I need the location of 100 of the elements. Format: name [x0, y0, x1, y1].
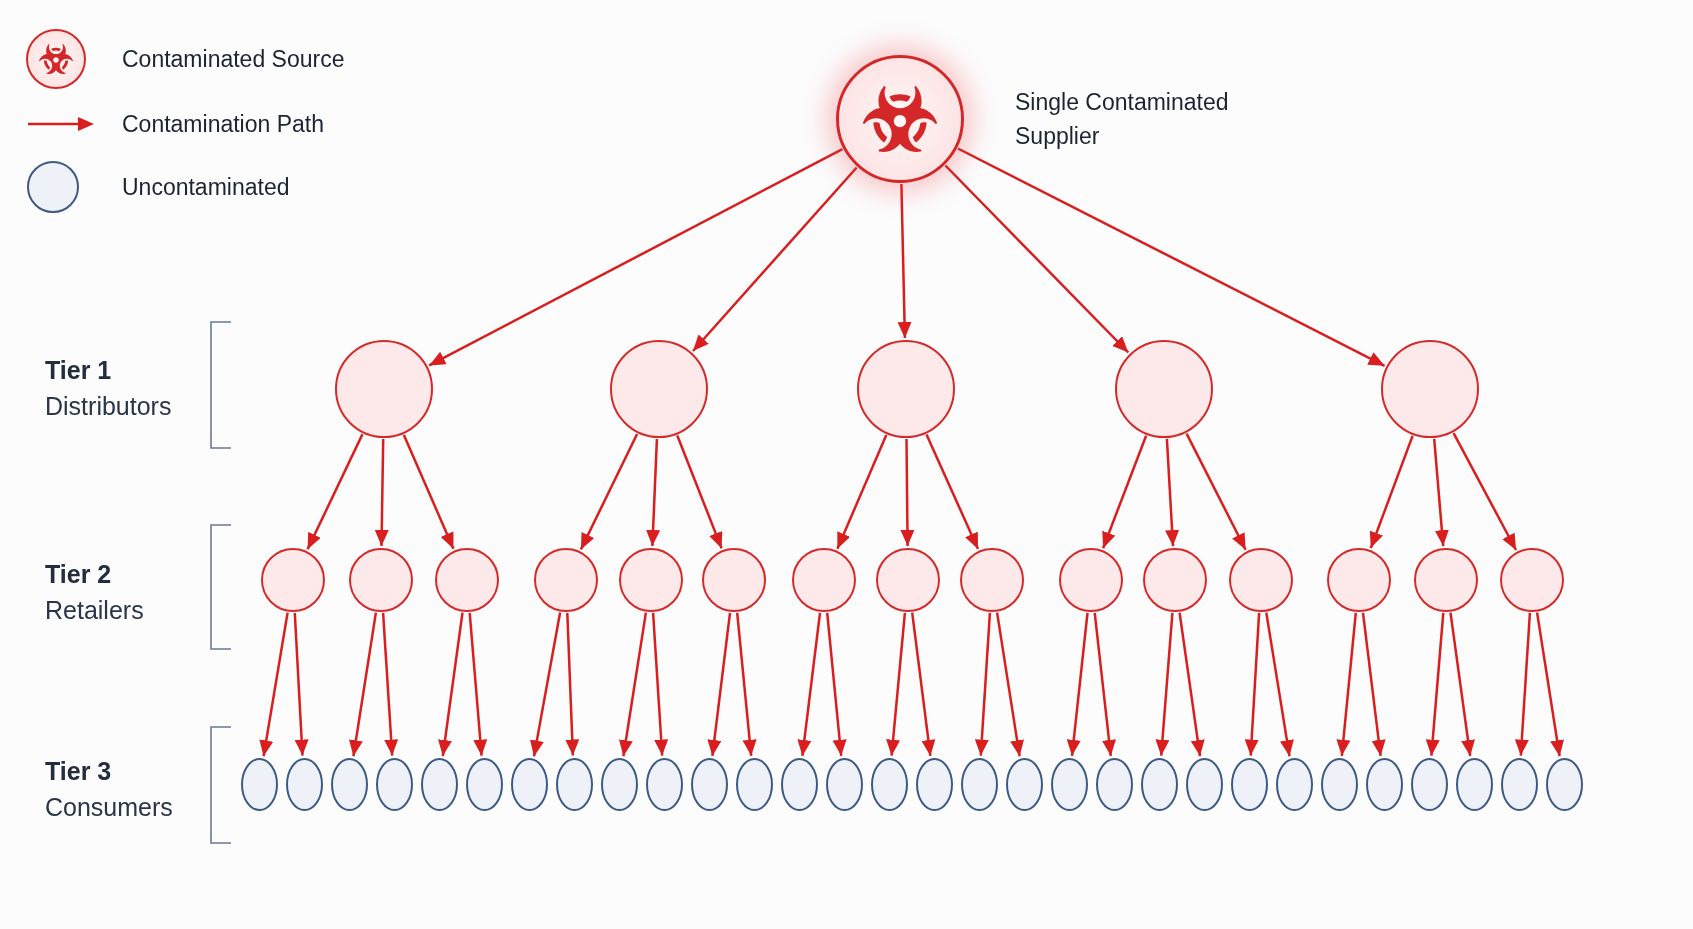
consumer-node [375, 757, 413, 811]
consumer-node [1050, 757, 1088, 811]
arrow [259, 612, 289, 757]
arrow [825, 612, 847, 756]
retailer-node [1327, 548, 1391, 612]
arrow [381, 612, 399, 756]
arrow [1449, 612, 1475, 757]
arrow [1155, 612, 1174, 756]
arrow [707, 612, 732, 757]
legend-label: Contamination Path [122, 109, 324, 139]
arrow [836, 434, 888, 550]
retailer-node [349, 548, 413, 612]
tier-name: Consumers [45, 792, 173, 824]
arrow [468, 612, 488, 756]
arrow [692, 166, 858, 352]
retailer-node [1229, 548, 1293, 612]
tier-heading: Tier 2 [45, 559, 112, 591]
arrow [651, 612, 669, 756]
consumer-node [1500, 757, 1538, 811]
retailer-node [619, 548, 683, 612]
arrow [886, 612, 907, 756]
arrow [348, 612, 378, 757]
consumer-node [915, 757, 953, 811]
arrow [646, 438, 661, 547]
arrow [1336, 612, 1358, 756]
consumer-node [735, 757, 773, 811]
arrow [438, 612, 464, 757]
consumer-node [1455, 757, 1493, 811]
consumer-node [825, 757, 863, 811]
arrow [925, 434, 980, 550]
arrow [618, 612, 648, 757]
arrow [797, 612, 822, 757]
arrow [1165, 438, 1180, 547]
retailer-node [1414, 548, 1478, 612]
arrow [428, 148, 843, 367]
arrow [1514, 612, 1532, 756]
retailer-node [1500, 548, 1564, 612]
arrow [579, 433, 639, 550]
arrow [1066, 612, 1089, 756]
tier-name: Distributors [45, 391, 172, 423]
consumer-node [1410, 757, 1448, 811]
consumer-node [645, 757, 683, 811]
consumer-node [960, 757, 998, 811]
consumer-node [1320, 757, 1358, 811]
consumer-node [330, 757, 368, 811]
consumer-node [1230, 757, 1268, 811]
consumer-node [780, 757, 818, 811]
arrow [995, 612, 1025, 757]
consumer-node [1545, 757, 1583, 811]
retailer-node [1143, 548, 1207, 612]
retailer-node [1059, 548, 1123, 612]
consumer-node [420, 757, 458, 811]
consumer-node [1185, 757, 1223, 811]
retailer-node [261, 548, 325, 612]
arrow [1432, 438, 1449, 547]
consumer-node [870, 757, 908, 811]
arrow [1535, 612, 1565, 757]
arrow [1178, 612, 1205, 757]
arrow [1244, 612, 1261, 756]
arrow [974, 612, 992, 756]
consumer-node [555, 757, 593, 811]
arrow [1093, 612, 1116, 757]
arrow [957, 147, 1386, 367]
legend-label: Contaminated Source [122, 44, 345, 74]
arrow [374, 438, 389, 547]
arrow [1265, 612, 1294, 757]
tier-heading: Tier 1 [45, 355, 112, 387]
arrow [565, 612, 580, 756]
retailer-node [792, 548, 856, 612]
arrow [944, 164, 1130, 354]
arrow [293, 612, 309, 756]
consumer-node [600, 757, 638, 811]
retailer-node [435, 548, 499, 612]
consumer-node [1095, 757, 1133, 811]
arrow [1425, 612, 1445, 756]
consumer-node [465, 757, 503, 811]
tier-name: Retailers [45, 595, 144, 627]
arrow [1185, 433, 1247, 551]
distributor-node [1115, 340, 1213, 438]
consumer-node [285, 757, 323, 811]
consumer-node [1365, 757, 1403, 811]
arrow [900, 439, 915, 546]
legend-label: Uncontaminated [122, 172, 290, 202]
arrow [1452, 432, 1518, 551]
arrow [910, 612, 936, 757]
consumer-node [1005, 757, 1043, 811]
retailer-node [534, 548, 598, 612]
consumer-node [1275, 757, 1313, 811]
tier-heading: Tier 3 [45, 756, 112, 788]
retailer-node [960, 548, 1024, 612]
consumer-node [510, 757, 548, 811]
consumer-node [240, 757, 278, 811]
arrow [897, 183, 912, 339]
retailer-node [876, 548, 940, 612]
consumer-node [690, 757, 728, 811]
arrow [735, 612, 757, 756]
node-caption: Single Contaminated Supplier [1015, 88, 1230, 151]
arrow [306, 433, 364, 550]
arrow [529, 612, 562, 757]
arrow [402, 434, 455, 550]
